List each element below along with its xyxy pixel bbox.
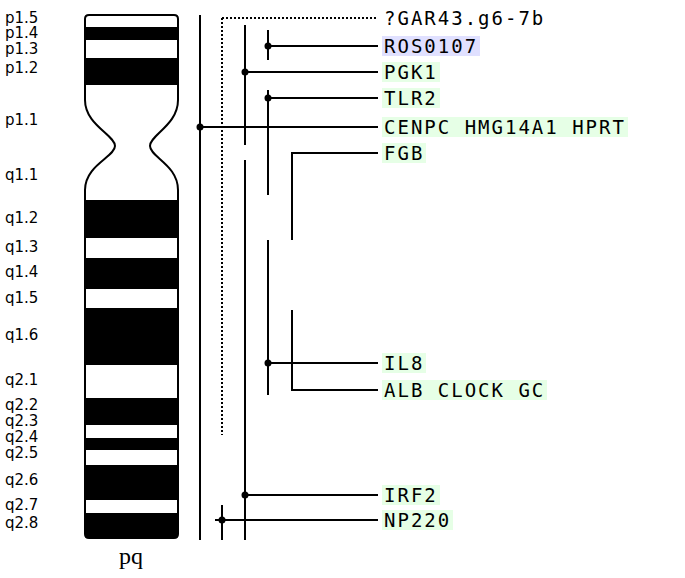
leader-line	[215, 519, 378, 521]
band-label: q2.8	[5, 515, 38, 532]
gene-label: IRF2	[382, 485, 440, 506]
gene-label: CENPC HMG14A1 HPRT	[382, 117, 628, 138]
gene-label: TLR2	[382, 88, 440, 109]
band-label: q1.6	[5, 327, 38, 344]
band-label: p1.2	[5, 60, 38, 77]
band-label: p1.3	[5, 41, 38, 58]
gene-label: NP220	[382, 510, 453, 531]
leader-lines	[200, 15, 378, 540]
band-label: q1.2	[5, 210, 38, 227]
leader-line	[245, 71, 378, 73]
span-line	[199, 15, 201, 540]
span-line	[267, 90, 269, 195]
locus-dot	[242, 69, 249, 76]
band-label: q2.6	[5, 472, 38, 489]
gene-label: FGB	[382, 143, 426, 164]
leader-line	[200, 126, 378, 128]
leader-line	[291, 152, 378, 154]
locus-dot	[265, 43, 272, 50]
band-dark	[80, 58, 190, 85]
band-light	[80, 10, 190, 545]
span-line-dotted	[221, 18, 223, 435]
band-label: p1.4	[5, 25, 38, 42]
span-line	[267, 240, 269, 395]
leader-line	[268, 97, 378, 99]
leader-line	[291, 389, 378, 391]
leader-line	[245, 494, 378, 496]
band-dark	[80, 27, 190, 40]
band-label: q1.3	[5, 239, 38, 256]
locus-dots	[197, 43, 272, 524]
band-label: q2.3	[5, 413, 38, 430]
band-label: q2.1	[5, 372, 38, 389]
locus-dot	[219, 517, 226, 524]
band-label: q1.5	[5, 290, 38, 307]
leader-line-dotted	[222, 17, 378, 19]
gene-label: ?GAR43.g6-7b	[382, 8, 547, 29]
band-label: q1.4	[5, 264, 38, 281]
span-line	[291, 153, 293, 240]
locus-dot	[197, 124, 204, 131]
band-dark	[80, 200, 190, 238]
gene-label: ROS0107	[382, 36, 480, 57]
arm-label: pq	[119, 543, 143, 569]
chromosome-outline	[85, 15, 178, 538]
band-dark	[80, 398, 190, 425]
band-dark	[80, 438, 190, 450]
span-line	[291, 310, 293, 390]
band-label: q2.7	[5, 497, 38, 514]
locus-dot	[265, 95, 272, 102]
gene-label: IL8	[382, 353, 426, 374]
gene-label: PGK1	[382, 62, 440, 83]
gene-label: ALB CLOCK GC	[382, 380, 547, 401]
span-line	[244, 160, 246, 540]
leader-line	[268, 362, 378, 364]
leader-line	[268, 45, 378, 47]
band-dark	[80, 258, 190, 289]
locus-dot	[265, 360, 272, 367]
chromosome-bands	[80, 10, 190, 545]
band-dark	[80, 465, 190, 500]
band-label: q2.2	[5, 397, 38, 414]
band-label: q2.5	[5, 445, 38, 462]
locus-dot	[242, 492, 249, 499]
band-label: p1.1	[5, 112, 38, 129]
band-label: q1.1	[5, 167, 38, 184]
band-label: q2.4	[5, 429, 38, 446]
band-dark	[80, 308, 190, 365]
